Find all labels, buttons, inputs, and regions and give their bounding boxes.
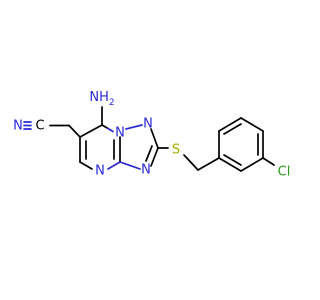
- molecule-diagram: N C NH2 N N N N S Cl: [13, 90, 291, 180]
- nitrile-nitrogen-label: N: [13, 119, 23, 134]
- chlorine-label: Cl: [278, 165, 291, 180]
- nitrile-bond: [23, 121, 70, 130]
- pyrimidine-ring: [79, 124, 121, 170]
- amine-label: NH2: [89, 90, 114, 108]
- ring-nitrogen-bottom-label: N: [141, 163, 151, 178]
- ring-nitrogen-bridge-label: N: [115, 126, 125, 141]
- bond-c6-cn: [68, 124, 81, 138]
- nitrile-carbon-label: C: [35, 119, 44, 134]
- ring-nitrogen-pyrimidine-label: N: [95, 164, 105, 179]
- ring-nitrogen-top-label: N: [143, 117, 153, 132]
- sulfur-label: S: [172, 143, 180, 158]
- bond-c-cl: [262, 157, 275, 166]
- structure-svg: N C NH2 N N N N S Cl: [13, 90, 291, 180]
- bond-s-ch2: [183, 154, 199, 171]
- triazole-ring: [119, 124, 159, 170]
- benzene-ring: [218, 117, 264, 172]
- bond-ch2-aryl: [197, 157, 220, 171]
